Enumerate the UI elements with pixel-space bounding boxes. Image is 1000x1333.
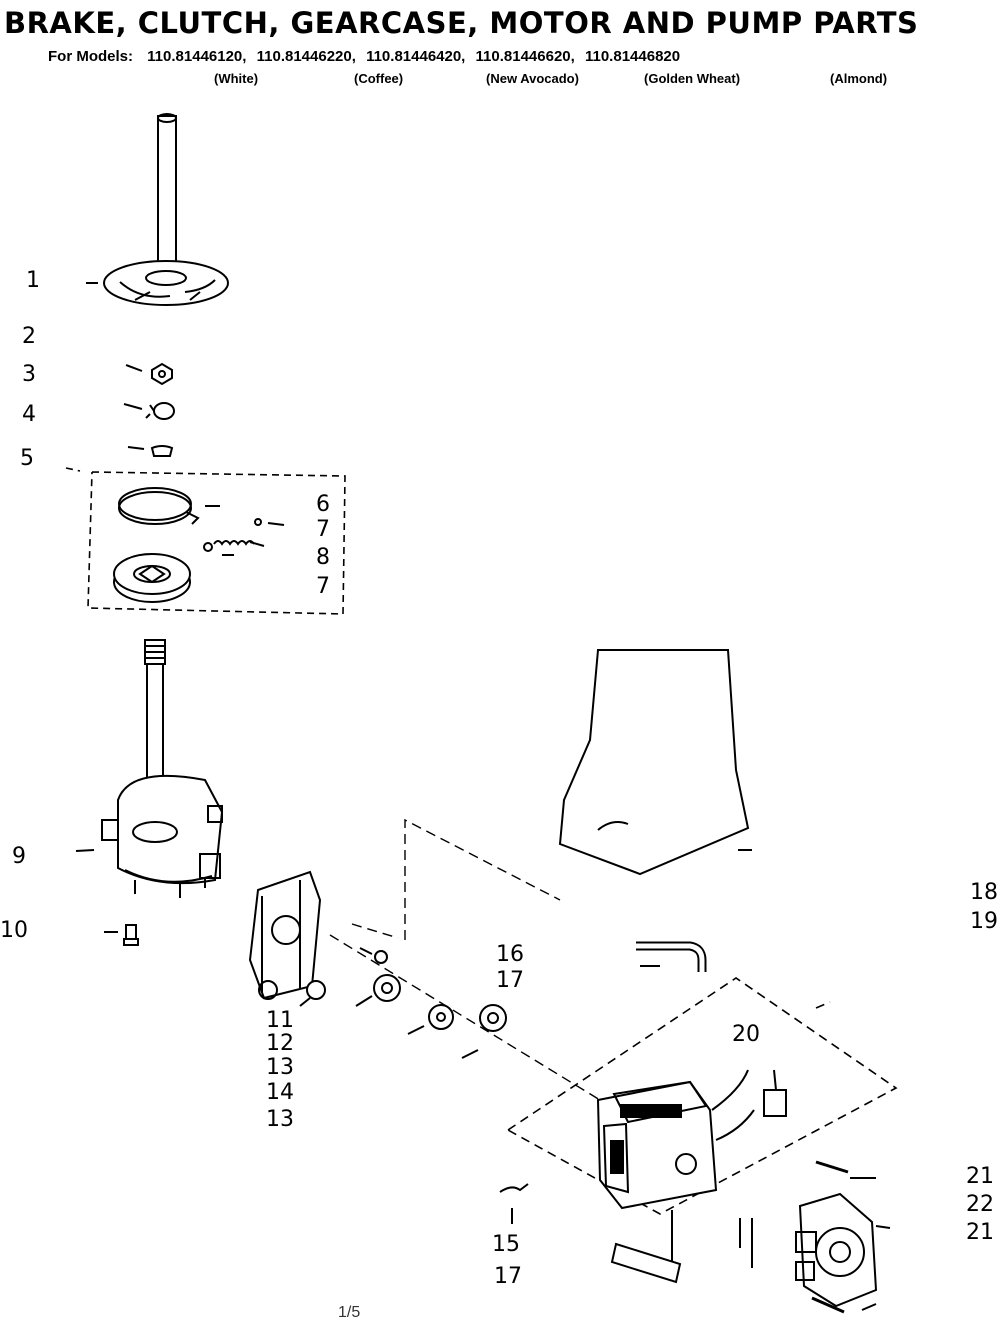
callout-6: 6 [316,492,330,517]
callout-20: 20 [732,1022,760,1047]
callout-16: 16 [496,942,524,967]
callout-3: 3 [22,362,36,387]
part-20-motor [596,1069,755,1262]
callout-4: 4 [22,402,36,427]
part-8-brake-disc [113,553,191,603]
part-12-gear [299,980,326,1007]
callout-5: 5 [20,446,34,471]
model-number-5: 110.81446820 [584,48,681,65]
part-14-gear [407,1004,454,1035]
part-7-8-spring [203,518,285,556]
color-label-coffee: (Coffee) [354,71,404,86]
page-number: 1/5 [338,1304,361,1321]
callout-12: 12 [266,1031,294,1056]
part-22-pump [795,1192,891,1308]
callout-9: 9 [12,844,26,869]
part-5-retainer [127,445,174,457]
callout-1: 1 [26,268,40,293]
color-label-golden-wheat: (Golden Wheat) [644,71,741,86]
color-label-white: (White) [214,71,259,86]
part-17-bracket [610,1218,753,1284]
part-6-brake-ring [118,487,220,525]
part-9-gearcase [75,639,224,898]
part-21-screws [811,1160,877,1314]
models-prefix: For Models: [48,48,133,65]
part-20-switch [763,1069,787,1117]
model-number-3: 110.81446420, [366,48,466,65]
part-10-bolt [104,924,139,946]
callout-18: 18 [970,880,998,905]
part-15-clip [499,1183,529,1224]
model-number-1: 110.81446120, [147,48,247,65]
assembly-axis-lines [329,818,601,1101]
part-13b-gear [461,1004,507,1059]
callout-15: 15 [492,1232,520,1257]
brake-assembly-dashed-box [65,467,346,615]
color-label-new-avocado: (New Avocado) [486,71,579,86]
callout-8: 8 [316,545,330,570]
callout-21a: 21 [966,1164,994,1189]
page-title: BRAKE, CLUTCH, GEARCASE, MOTOR AND PUMP … [4,6,919,40]
callout-17b: 17 [494,1264,522,1289]
callout-10: 10 [0,918,28,943]
part-16-hose [636,941,707,972]
callout-13a: 13 [266,1055,294,1080]
callout-2: 2 [22,324,36,349]
callout-22: 22 [966,1192,994,1217]
callout-7a: 7 [316,517,330,542]
callout-14: 14 [266,1080,294,1105]
models-line: For Models: 110.81446120, 110.81446220, … [48,48,680,65]
part-3-nut [125,362,173,386]
part-1-brake-shaft-plate [86,113,229,306]
part-11-housing-plate [248,870,322,1000]
motor-assembly-dashed-box [507,977,898,1215]
callout-11: 11 [266,1008,294,1033]
color-label-almond: (Almond) [830,71,888,86]
callout-21b: 21 [966,1220,994,1245]
model-number-2: 110.81446220, [256,48,356,65]
callout-19: 19 [970,909,998,934]
part-18-gasket [558,649,752,876]
part-4-washer [123,402,175,420]
callout-7b: 7 [316,574,330,599]
part-13-gear [355,947,401,1007]
model-number-4: 110.81446620, [475,48,575,65]
callout-13b: 13 [266,1107,294,1132]
callout-17a: 17 [496,968,524,993]
